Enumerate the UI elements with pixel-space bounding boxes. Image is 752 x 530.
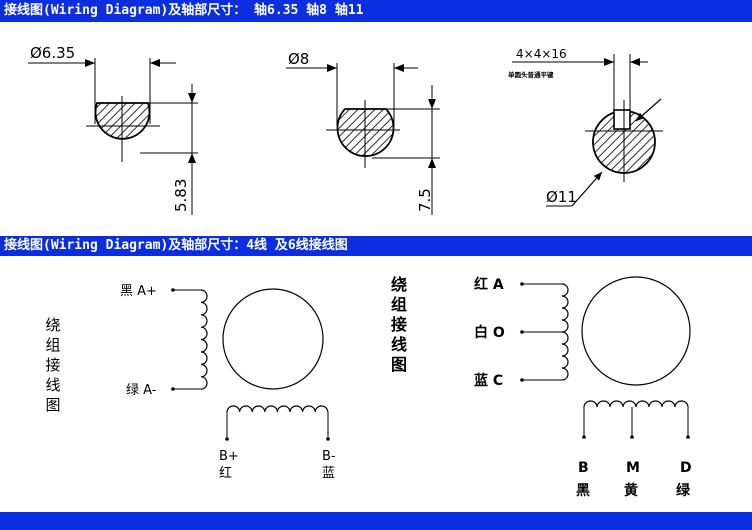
- four-wire-b-plus-code: B+: [219, 449, 239, 464]
- shaft-8-drawing: [286, 63, 440, 215]
- six-wire-m-color: 黄: [624, 482, 638, 499]
- six-wire-diagram: [520, 276, 691, 439]
- footer-bar: [0, 512, 752, 530]
- shaft-11-key-note: 单圆头普通平键: [508, 70, 554, 79]
- shaft-11-diameter-label: Ø11: [546, 188, 577, 206]
- four-wire-b-minus-color: 蓝: [322, 466, 335, 481]
- four-wire-winding-label: 绕 组 接 线 图: [45, 316, 61, 414]
- header-title: 接线图(Wiring Diagram)及轴部尺寸：4线 及6线接线图: [4, 238, 348, 253]
- shaft-11-drawing: [512, 54, 663, 207]
- six-wire-m-code: M: [626, 460, 640, 476]
- header-bar-shaft-dimensions: 接线图(Wiring Diagram)及轴部尺寸： 轴6.35 轴8 轴11: [0, 0, 752, 22]
- shaft-11-key-label: 4×4×16: [516, 47, 567, 61]
- four-wire-b-plus-color: 红: [219, 465, 232, 481]
- six-wire-b-code: B: [578, 460, 589, 476]
- header-title: 接线图(Wiring Diagram)及轴部尺寸： 轴6.35 轴8 轴11: [4, 3, 364, 18]
- shaft-6-35-diameter-label: Ø6.35: [30, 44, 75, 62]
- four-wire-a-plus-label: 黑 A+: [120, 284, 157, 299]
- six-wire-d-color: 绿: [676, 482, 691, 499]
- six-wire-c-label: 蓝 C: [474, 372, 503, 389]
- six-wire-winding-label: 绕 组 接 线 图: [390, 275, 407, 374]
- four-wire-b-minus-code: B-: [322, 449, 336, 464]
- six-wire-o-label: 白 O: [474, 324, 505, 341]
- shaft-8-flat-label: 7.5: [416, 188, 434, 212]
- shaft-6-35-flat-label: 5.83: [172, 179, 190, 212]
- six-wire-d-code: D: [680, 460, 692, 476]
- shaft-8-diameter-label: Ø8: [288, 50, 309, 68]
- header-bar-wiring: 接线图(Wiring Diagram)及轴部尺寸：4线 及6线接线图: [0, 236, 752, 256]
- six-wire-b-color: 黑: [576, 483, 590, 499]
- four-wire-a-minus-label: 绿 A-: [126, 383, 157, 398]
- six-wire-a-label: 红 A: [474, 276, 504, 293]
- shaft-6-35-drawing: [28, 58, 198, 215]
- four-wire-diagram: [171, 288, 330, 441]
